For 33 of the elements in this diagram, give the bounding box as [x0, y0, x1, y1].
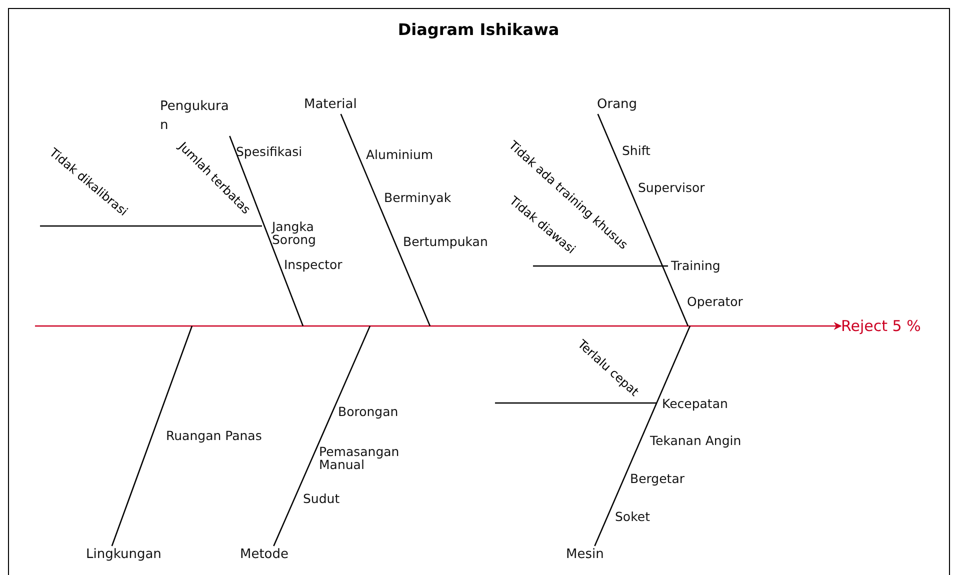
- category-label: Material: [304, 97, 357, 113]
- cause-text: Ruangan Panas: [166, 429, 262, 443]
- cause-text: Training: [671, 259, 720, 273]
- cause-text: Aluminium: [366, 148, 434, 162]
- category-label: Mesin: [566, 547, 604, 563]
- cause-text: Bergetar: [630, 472, 685, 486]
- effect-label: Reject 5 %: [841, 318, 921, 334]
- category-label: Metode: [240, 547, 289, 563]
- cause-text: Inspector: [284, 258, 342, 272]
- cause-bone-line: [111, 326, 193, 546]
- cause-text: Sudut: [303, 492, 340, 506]
- cause-text: Kecepatan: [662, 397, 728, 411]
- cause-text: Bertumpukan: [403, 235, 488, 249]
- cause-bone-line: [340, 114, 431, 326]
- cause-bone-line: [229, 136, 304, 326]
- spine-arrow: [35, 322, 842, 330]
- cause-text: Borongan: [338, 405, 398, 419]
- cause-text: Spesifikasi: [236, 145, 302, 159]
- cause-bone-line: [273, 326, 371, 546]
- cause-text: Pemasangan Manual: [319, 445, 399, 471]
- cause-text: Shift: [622, 144, 650, 158]
- cause-text: Jangka Sorong: [272, 220, 317, 246]
- category-label: Orang: [597, 97, 638, 113]
- category-label: Lingkungan: [86, 547, 162, 563]
- category-label: Pengukuran: [160, 97, 234, 135]
- cause-text: Soket: [615, 510, 650, 524]
- diagram-title: Diagram Ishikawa: [396, 20, 560, 39]
- cause-text: Tekanan Angin: [650, 434, 742, 448]
- cause-text: Operator: [687, 295, 743, 309]
- cause-text: Berminyak: [384, 191, 452, 205]
- cause-text: Supervisor: [638, 181, 705, 195]
- cause-bone-line: [594, 326, 691, 546]
- cause-bone-line: [597, 114, 689, 326]
